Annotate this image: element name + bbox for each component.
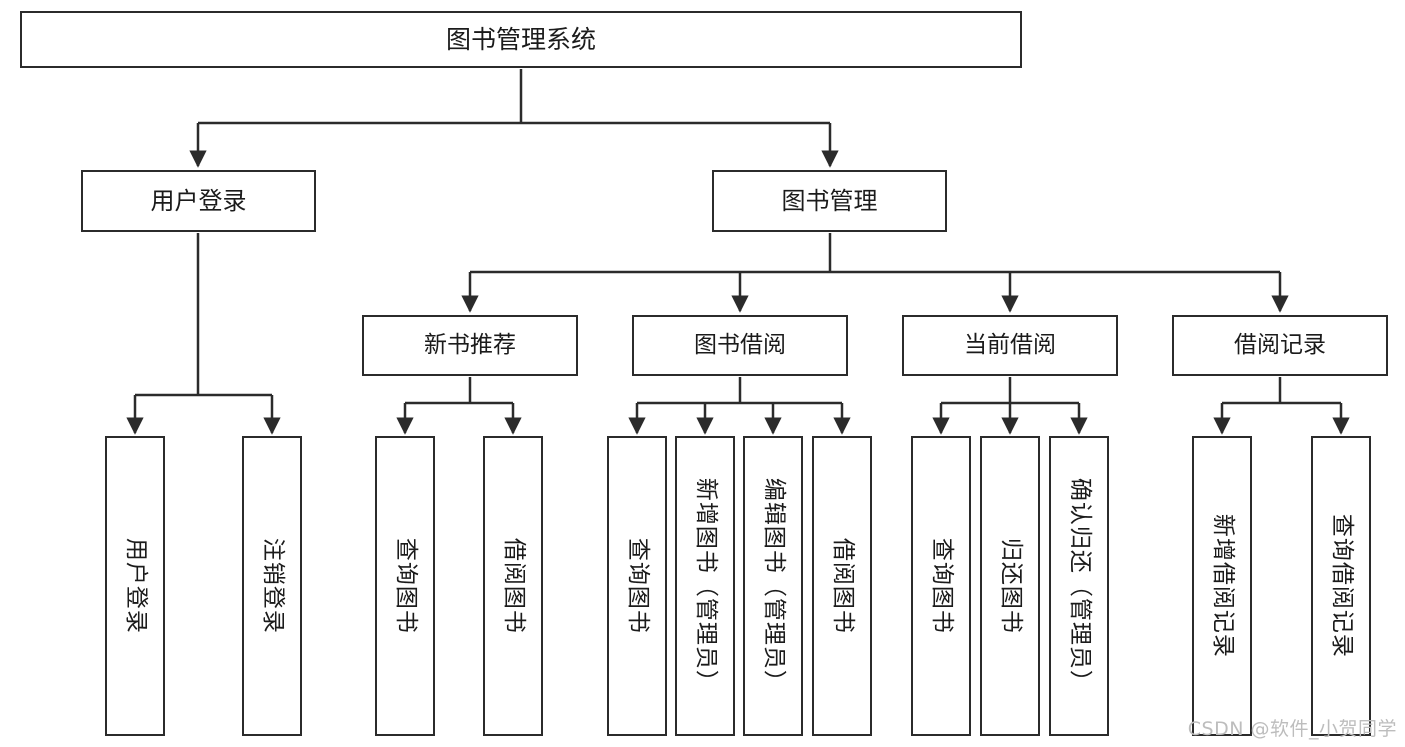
node-user-login[interactable]: 用户登录 <box>81 170 316 232</box>
leaf-borrow-book-label: 借阅图书 <box>829 538 856 634</box>
leaf-edit-book-admin-label: 编辑图书（管理员） <box>760 478 787 694</box>
leaf-query-book-borrow-label: 查询图书 <box>624 538 651 634</box>
leaf-query-book-borrow[interactable]: 查询图书 <box>607 436 667 736</box>
leaf-add-book-admin-label: 新增图书（管理员） <box>692 478 719 694</box>
node-root-label: 图书管理系统 <box>445 24 596 54</box>
leaf-borrow-book-new-label: 借阅图书 <box>500 538 527 634</box>
node-new-book-recommend-label: 新书推荐 <box>424 331 516 358</box>
leaf-add-book-admin[interactable]: 新增图书（管理员） <box>675 436 735 736</box>
leaf-add-borrow-record-label: 新增借阅记录 <box>1209 514 1236 658</box>
node-borrow-record-label: 借阅记录 <box>1234 331 1326 358</box>
node-user-login-label: 用户登录 <box>150 186 247 215</box>
leaf-query-book-current-label: 查询图书 <box>928 538 955 634</box>
node-borrow-record[interactable]: 借阅记录 <box>1172 315 1388 376</box>
leaf-query-book-new-label: 查询图书 <box>392 538 419 634</box>
leaf-borrow-book-new[interactable]: 借阅图书 <box>483 436 543 736</box>
leaf-return-book-label: 归还图书 <box>997 538 1024 634</box>
node-book-management-label: 图书管理 <box>781 186 878 215</box>
leaf-return-book[interactable]: 归还图书 <box>980 436 1040 736</box>
node-root[interactable]: 图书管理系统 <box>20 11 1022 68</box>
node-book-management[interactable]: 图书管理 <box>712 170 947 232</box>
leaf-user-login[interactable]: 用户登录 <box>105 436 165 736</box>
leaf-query-borrow-record-label: 查询借阅记录 <box>1328 514 1355 658</box>
leaf-edit-book-admin[interactable]: 编辑图书（管理员） <box>743 436 803 736</box>
leaf-borrow-book[interactable]: 借阅图书 <box>812 436 872 736</box>
leaf-query-book-new[interactable]: 查询图书 <box>375 436 435 736</box>
leaf-confirm-return-admin-label: 确认归还（管理员） <box>1066 478 1093 694</box>
leaf-logout[interactable]: 注销登录 <box>242 436 302 736</box>
node-current-borrow-label: 当前借阅 <box>964 331 1056 358</box>
node-book-borrow-label: 图书借阅 <box>694 331 786 358</box>
leaf-query-book-current[interactable]: 查询图书 <box>911 436 971 736</box>
node-current-borrow[interactable]: 当前借阅 <box>902 315 1118 376</box>
leaf-query-borrow-record[interactable]: 查询借阅记录 <box>1311 436 1371 736</box>
leaf-logout-label: 注销登录 <box>259 538 286 634</box>
watermark: CSDN @软件_小贺同学 <box>1187 718 1397 740</box>
node-new-book-recommend[interactable]: 新书推荐 <box>362 315 578 376</box>
leaf-add-borrow-record[interactable]: 新增借阅记录 <box>1192 436 1252 736</box>
node-book-borrow[interactable]: 图书借阅 <box>632 315 848 376</box>
leaf-confirm-return-admin[interactable]: 确认归还（管理员） <box>1049 436 1109 736</box>
leaf-user-login-label: 用户登录 <box>122 538 149 634</box>
